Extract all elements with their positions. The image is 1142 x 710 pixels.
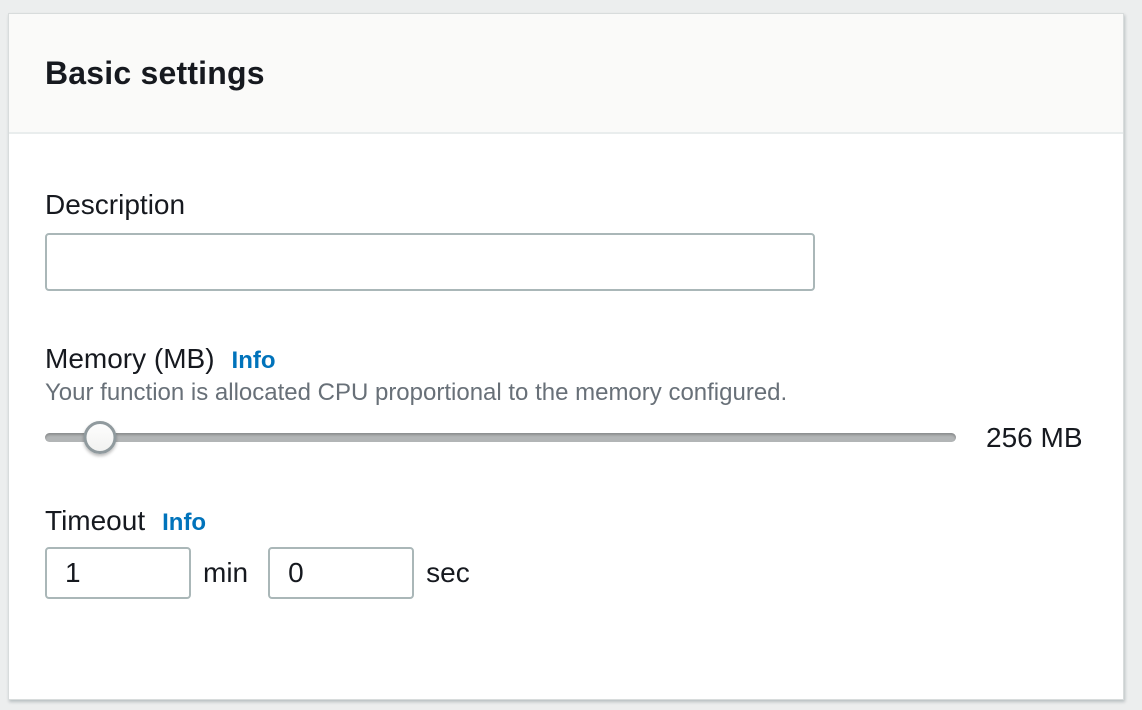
description-field-group: Description	[45, 189, 1087, 291]
timeout-inputs-row: min sec	[45, 547, 1087, 599]
memory-help-text: Your function is allocated CPU proportio…	[45, 379, 788, 406]
panel-header: Basic settings	[9, 14, 1123, 134]
memory-slider-thumb[interactable]	[83, 421, 117, 454]
panel-title: Basic settings	[45, 54, 265, 91]
memory-label: Memory (MB)	[45, 343, 215, 374]
timeout-info-link[interactable]: Info	[162, 509, 207, 536]
memory-slider-track	[45, 433, 956, 442]
timeout-label: Timeout	[45, 505, 146, 536]
memory-info-link[interactable]: Info	[231, 347, 276, 374]
timeout-field-group: Timeout Info min sec	[45, 505, 1087, 599]
memory-slider[interactable]	[45, 421, 956, 454]
timeout-min-unit-label: min	[203, 557, 249, 588]
timeout-sec-input[interactable]	[268, 547, 415, 599]
basic-settings-panel: Basic settings Description Memory (MB) I…	[8, 13, 1124, 700]
description-input[interactable]	[45, 233, 815, 291]
panel-body: Description Memory (MB) Info Your functi…	[9, 134, 1123, 599]
timeout-sec-unit-label: sec	[426, 557, 470, 588]
description-label: Description	[45, 189, 186, 220]
memory-value: 256 MB	[986, 421, 1083, 453]
timeout-min-input[interactable]	[45, 547, 191, 599]
memory-field-group: Memory (MB) Info Your function is alloca…	[45, 343, 1087, 454]
memory-slider-row: 256 MB	[45, 421, 1087, 454]
